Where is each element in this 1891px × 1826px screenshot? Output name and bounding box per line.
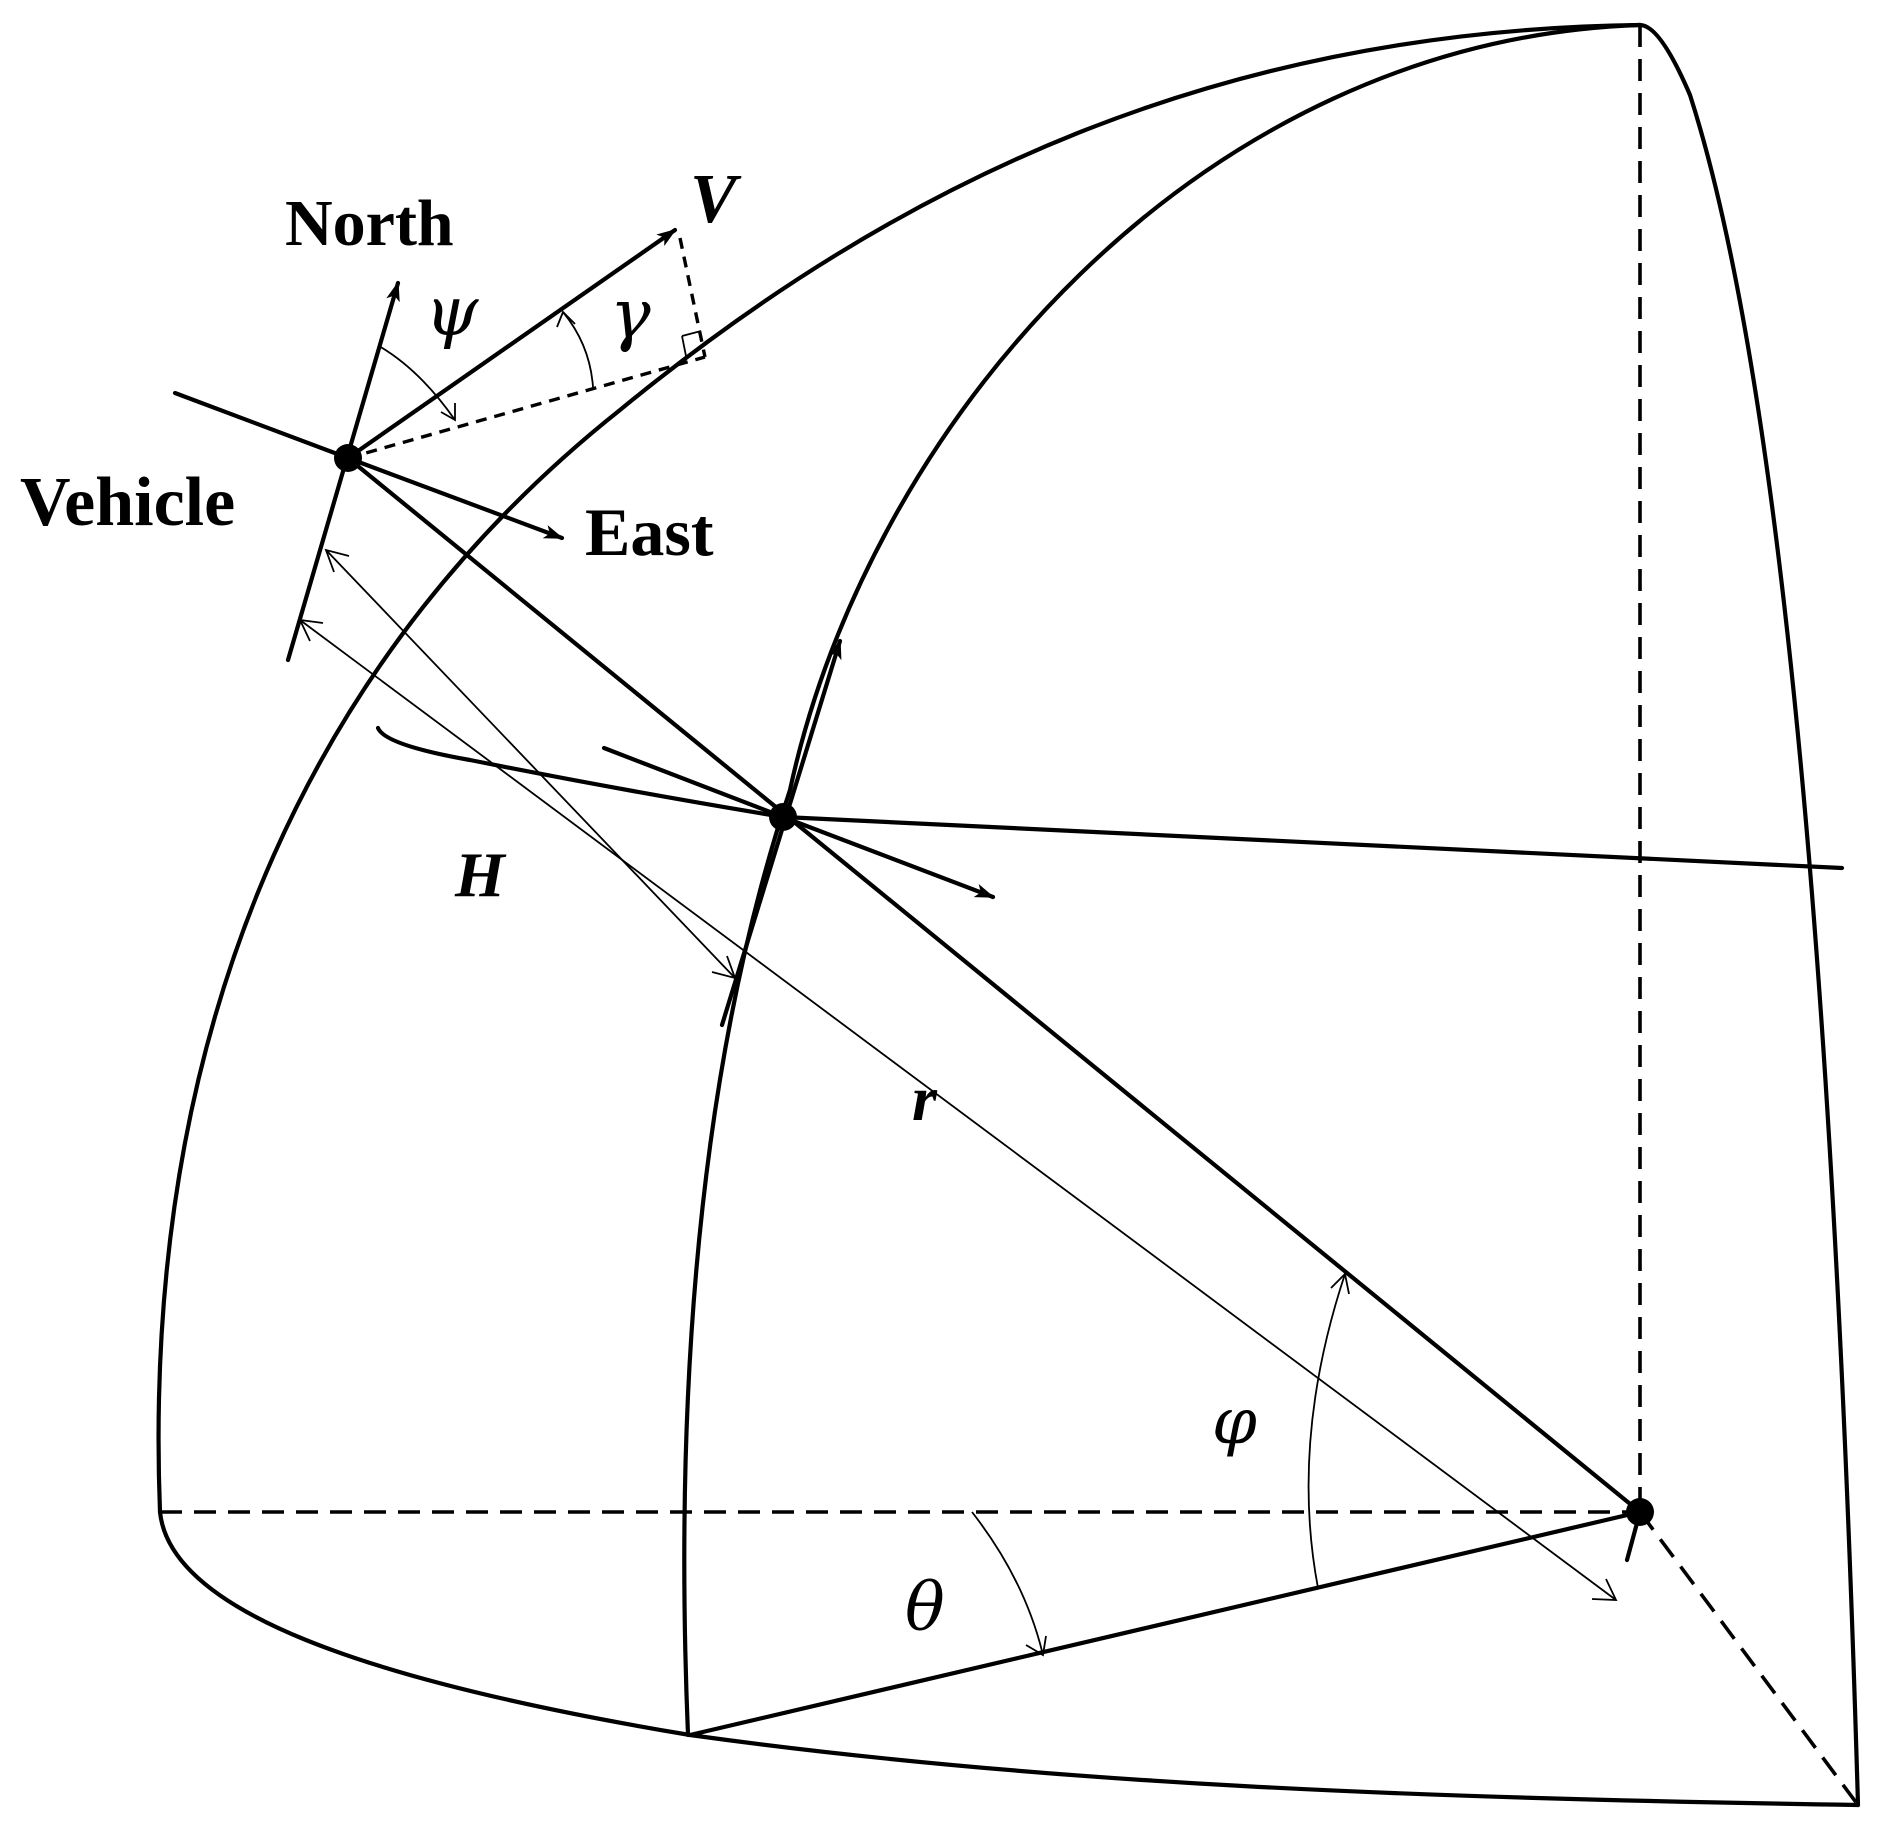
longitude-label: θ xyxy=(905,1569,945,1646)
heading-label: ψ xyxy=(425,273,479,352)
velocity-arrow xyxy=(345,227,678,461)
radius-projection-line xyxy=(687,1509,1643,1738)
flight-path-angle-arc xyxy=(556,310,594,388)
center-point xyxy=(1626,1498,1654,1526)
north-label: North xyxy=(285,187,454,260)
latitude-parallel xyxy=(375,725,1845,871)
surface-point xyxy=(769,803,797,831)
east-label: East xyxy=(585,494,714,570)
altitude-label: H xyxy=(454,839,507,910)
east-arrow xyxy=(345,455,565,541)
top-cap-arc xyxy=(1637,22,1861,1808)
heading-angle-arc xyxy=(378,345,456,422)
surface-east-tangent xyxy=(601,745,786,820)
outer-meridian-arc xyxy=(156,22,1643,1515)
vehicle-east-tangent xyxy=(172,390,351,461)
flight-path-label: γ xyxy=(610,276,651,355)
surface-east-arrow xyxy=(780,814,996,900)
longitude-angle-arc xyxy=(971,1511,1047,1657)
vehicle-point xyxy=(334,444,362,472)
radius-label: r xyxy=(912,1063,938,1134)
vehicle-label: Vehicle xyxy=(20,464,235,541)
altitude-dimension xyxy=(324,548,737,980)
velocity-vertical-dashed xyxy=(678,237,707,358)
equatorial-axis-east-dashed xyxy=(1638,1510,1860,1807)
inner-meridian-arc xyxy=(682,22,1643,1738)
radius-line xyxy=(345,455,1643,1515)
velocity-label: V xyxy=(690,161,742,238)
velocity-horizontal-dashed xyxy=(347,355,706,460)
latitude-angle-arc xyxy=(1307,1272,1350,1589)
sphere-outline xyxy=(156,22,1861,1808)
bottom-equator-arc xyxy=(157,1509,1861,1808)
right-angle-mark xyxy=(681,330,702,357)
surface-north-tangent xyxy=(719,638,843,1028)
radius-dimension xyxy=(298,618,1618,1601)
latitude-label: φ xyxy=(1212,1385,1257,1459)
